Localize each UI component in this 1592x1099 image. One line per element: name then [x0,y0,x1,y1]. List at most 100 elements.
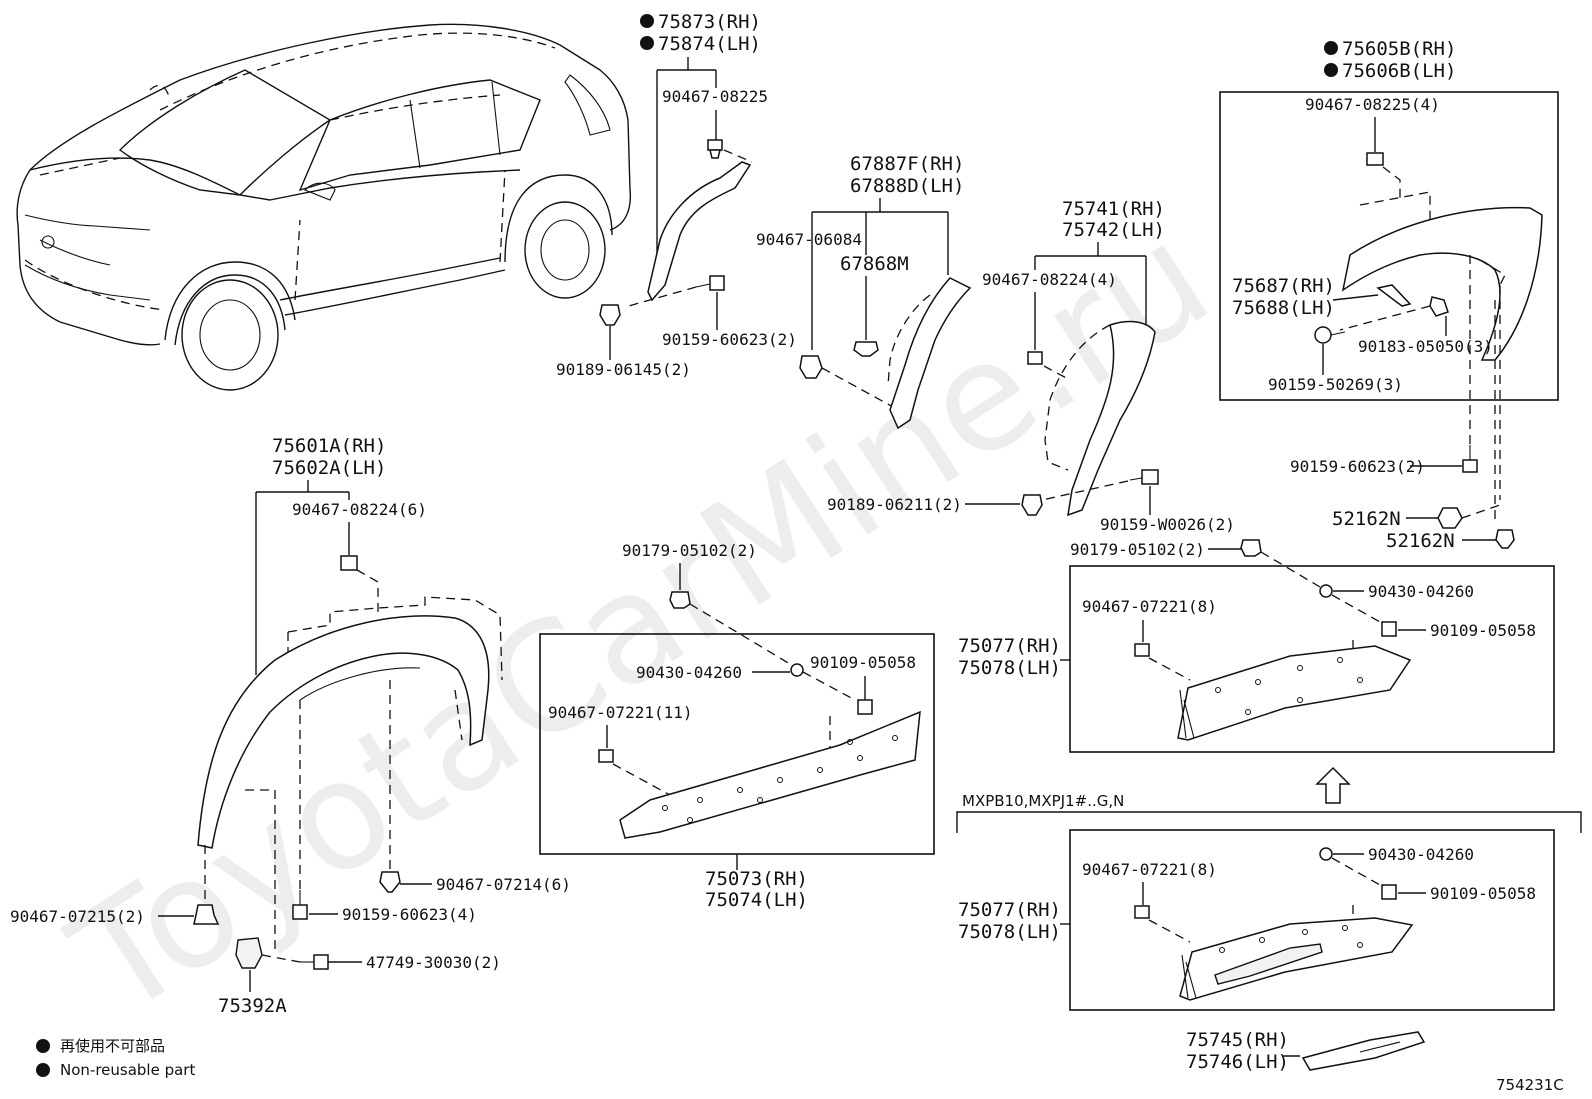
legend-jp: 再使用不可部品 [60,1037,165,1055]
box-75077-lower [1069,829,1555,1011]
group-75605B: 75605B(RH) 75606B(LH) 90467-08225(4) 756… [1219,38,1559,552]
label-75687: 75687(RH) [1232,275,1335,297]
clip-67868M [853,341,879,357]
label-52162N-a: 52162N [1332,508,1401,530]
label-90159-50269: 90159-50269(3) [1268,375,1403,394]
clip-52162N [1495,529,1515,549]
label-90109-05058-c: 90109-05058 [1430,884,1536,903]
non-reusable-mark [640,36,654,50]
nut-90179-05102-a [669,591,691,609]
part-75073 [619,710,921,839]
bolt-90159-60623-4 [292,890,308,920]
legend-en: Non-reusable part [60,1061,195,1079]
label-90159-60623-4: 90159-60623(4) [342,905,477,924]
part-75873 [647,161,752,302]
clip-90467-08224 [1027,351,1043,365]
nut-90179-05102-b [1240,539,1262,557]
label-90467-08225-4: 90467-08225(4) [1305,95,1440,114]
label-75078-b: 75078(LH) [958,921,1061,943]
group-75745: 75745(RH) 75746(LH) [1186,1029,1426,1073]
label-75874: 75874(LH) [658,33,761,55]
label-75688: 75688(LH) [1232,297,1335,319]
label-90109-05058-b: 90109-05058 [1430,621,1536,640]
label-75741: 75741(RH) [1062,198,1165,220]
group-75741: 75741(RH) 75742(LH) 90467-08224(4) 90159… [827,198,1235,534]
label-90467-08224-6: 90467-08224(6) [292,500,427,519]
label-90179-05102-b: 90179-05102(2) [1070,540,1205,559]
bolt-90159-60623-b [1462,445,1478,473]
label-90189-06145: 90189-06145(2) [556,360,691,379]
non-reusable-mark [36,1063,50,1077]
bolt-90109-05058-a [857,699,873,715]
clip-90467-07221-a [598,749,614,763]
label-90159-60623-2b: 90159-60623(2) [1290,457,1425,476]
label-75601A: 75601A(RH) [272,435,386,457]
part-75601A [197,615,490,849]
part-67887F [889,277,972,430]
variant-note: MXPB10,MXPJ1#..G,N [962,792,1124,810]
washer-90430-04260-c [1319,847,1333,861]
part-75687 [1376,284,1412,307]
label-75605B: 75605B(RH) [1342,38,1456,60]
label-90430-04260-a: 90430-04260 [636,663,742,682]
clip-90467-07221-b [1134,643,1150,657]
group-67887F: 67887F(RH) 67888D(LH) 90467-06084 67868M [756,153,972,430]
label-75606B: 75606B(LH) [1342,60,1456,82]
group-75873: 75873(RH) 75874(LH) 90467-08225 90159-60… [556,11,797,379]
label-67888D: 67888D(LH) [850,175,964,197]
label-90467-07215: 90467-07215(2) [10,907,145,926]
label-90467-07221-8a: 90467-07221(8) [1082,597,1217,616]
label-90467-07221-11: 90467-07221(11) [548,703,693,722]
bolt-90159-W0026 [1129,469,1159,485]
legend: 再使用不可部品 Non-reusable part [36,1037,195,1079]
label-90467-08224-4: 90467-08224(4) [982,270,1117,289]
label-67887F: 67887F(RH) [850,153,964,175]
non-reusable-mark [36,1039,50,1053]
label-75077-b: 75077(RH) [958,899,1061,921]
label-90430-04260-b: 90430-04260 [1368,582,1474,601]
label-90159-60623-2: 90159-60623(2) [662,330,797,349]
clip-90467-07214 [379,871,401,893]
label-67868M: 67868M [840,253,909,275]
nut-90183-05050 [1429,296,1449,317]
vehicle-illustration [16,23,632,391]
washer-90430-04260-b [1319,584,1333,598]
clip-90467-08225 [707,139,723,159]
part-75605B [1341,206,1543,361]
group-75077-upper: 90179-05102(2) 90430-04260 90109-05058 9… [958,539,1555,753]
box-75077-upper [1069,565,1555,753]
up-arrow-icon [1315,766,1351,804]
clip-90189-06145 [599,304,621,326]
label-75074: 75074(LH) [705,889,808,911]
label-75073: 75073(RH) [705,868,808,890]
bolt-47749-30030 [300,954,329,970]
variant-bracket [956,811,1582,833]
label-75077-a: 75077(RH) [958,635,1061,657]
label-75078-a: 75078(LH) [958,657,1061,679]
diagram-code: 754231C [1496,1076,1564,1094]
label-75746: 75746(LH) [1186,1051,1289,1073]
label-90179-05102-a: 90179-05102(2) [622,541,757,560]
part-75741 [1067,320,1156,517]
bolt-90109-05058-c [1381,884,1397,900]
non-reusable-mark [1324,63,1338,77]
group-75601A: 75601A(RH) 75602A(LH) 90467-08224(6) 904… [10,435,571,1017]
label-90109-05058-a: 90109-05058 [810,653,916,672]
label-90467-07221-8b: 90467-07221(8) [1082,860,1217,879]
label-75392A: 75392A [218,995,287,1017]
nut-52162N [1437,507,1463,529]
group-75073: 90179-05102(2) 90430-04260 90109-05058 9… [539,541,935,911]
label-75602A: 75602A(LH) [272,457,386,479]
part-75077-upper [1177,645,1412,741]
label-90183-05050: 90183-05050(3) [1358,337,1493,356]
label-90467-06084: 90467-06084 [756,230,862,249]
group-75077-lower: 90430-04260 90109-05058 90467-07221(8) 7… [958,829,1555,1011]
non-reusable-mark [640,14,654,28]
clip-90467-07221-c [1134,905,1150,919]
label-47749-30030: 47749-30030(2) [366,953,501,972]
clip-90467-07215 [193,904,220,925]
label-90159-W0026: 90159-W0026(2) [1100,515,1235,534]
clip-90467-06084 [799,355,823,379]
label-90467-07214: 90467-07214(6) [436,875,571,894]
